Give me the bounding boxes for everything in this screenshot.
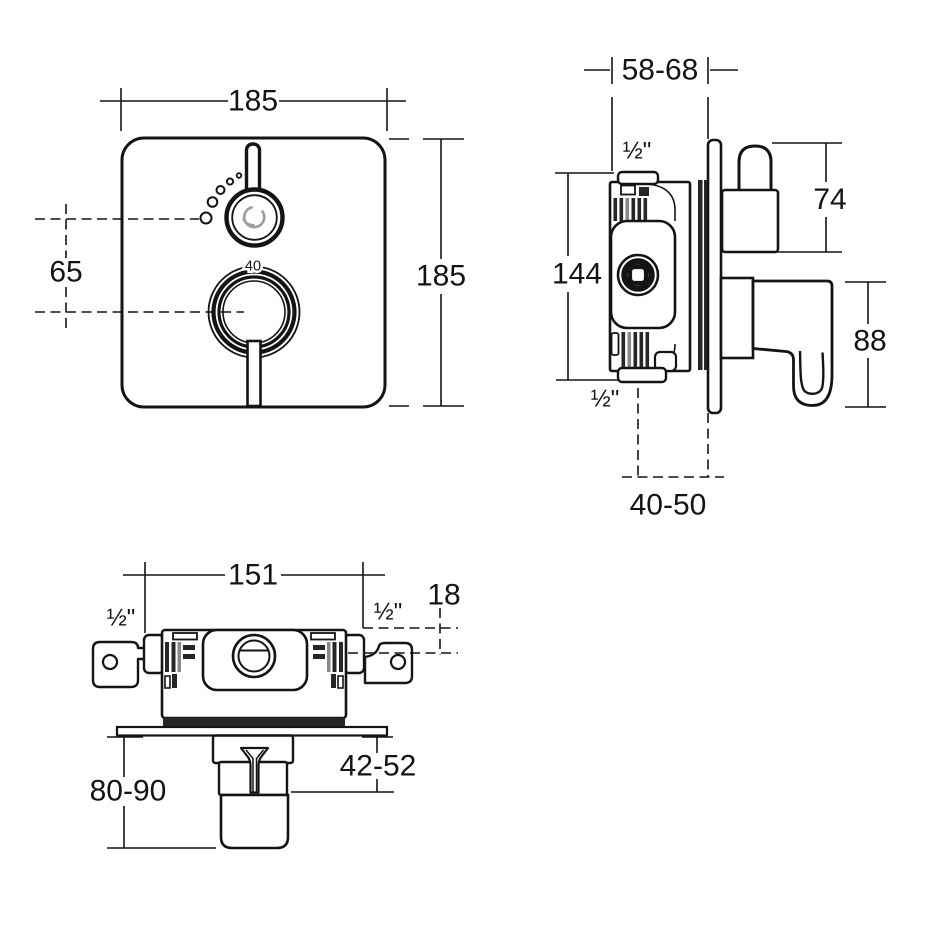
- diverter-knob: [224, 187, 285, 248]
- temperature-lever: [246, 339, 262, 408]
- front-width-label: 185: [228, 85, 278, 118]
- front-view: 185 185 65: [35, 85, 466, 409]
- flange-plate: [115, 725, 389, 737]
- bottom-inlet: [616, 366, 668, 384]
- right-hatch: [310, 632, 344, 689]
- bottom-handle-label: 88: [853, 325, 886, 358]
- left-bracket: [91, 640, 147, 689]
- valve-body-side: [608, 170, 692, 384]
- outlet: [211, 734, 295, 850]
- dim-outlet-depth: 42-52: [291, 736, 417, 793]
- wall-seal: [698, 180, 703, 370]
- dim-bottom-handle: 88: [845, 281, 887, 408]
- top-connection-label: ½": [623, 138, 652, 165]
- temperature-stop-label: 40: [245, 259, 261, 275]
- diverter-dots: [199, 172, 243, 225]
- dim-connection-width: 151: [123, 559, 385, 633]
- wall-plate-side: [706, 138, 723, 415]
- offset-label: 18: [427, 579, 460, 612]
- outlet-depth-label: 42-52: [340, 750, 417, 783]
- right-bracket-hole: [389, 653, 407, 671]
- diverter-handle-side: [720, 144, 780, 254]
- dim-body-height: 144: [552, 172, 621, 381]
- left-connection-label: ½": [107, 605, 136, 632]
- dim-outlet-reach: 80-90: [90, 736, 216, 849]
- outlet-spigot: [219, 793, 290, 850]
- dim-top-handle: 74: [772, 142, 847, 253]
- recess-depth-label: 58-68: [622, 54, 699, 87]
- dim-recess-depth: 58-68: [584, 54, 738, 171]
- top-inlet: [616, 170, 660, 186]
- bottom-connection-label: ½": [591, 386, 620, 413]
- dim-offset: [348, 608, 458, 655]
- left-hatch: [164, 632, 198, 689]
- right-connection-label: ½": [374, 599, 403, 626]
- brand-logo-icon: [242, 206, 266, 229]
- handle-centers-label: 65: [49, 256, 82, 289]
- temperature-knob: 40: [207, 256, 301, 408]
- outlet-reach-label: 80-90: [90, 775, 167, 808]
- top-handle-label: 74: [813, 183, 846, 216]
- bottom-thread-hatch: [610, 332, 650, 368]
- gasket: [163, 717, 345, 727]
- connection-width-label: 151: [228, 559, 278, 592]
- top-thread-hatch: [613, 184, 649, 221]
- dim-front-width: 185: [100, 85, 406, 131]
- body-height-label: 144: [552, 258, 602, 291]
- outlet-funnel: [239, 746, 270, 794]
- temperature-handle-side: [719, 276, 834, 407]
- dim-wall-depth: 40-50: [622, 388, 724, 522]
- side-view: 58-68 144 ½" ½": [552, 54, 887, 522]
- dim-front-height: 185: [389, 138, 466, 407]
- front-height-label: 185: [416, 260, 466, 293]
- bottom-view: 151 ½" ½" 18: [90, 559, 461, 850]
- left-bracket-hole: [101, 653, 119, 671]
- wall-depth-label: 40-50: [630, 489, 707, 522]
